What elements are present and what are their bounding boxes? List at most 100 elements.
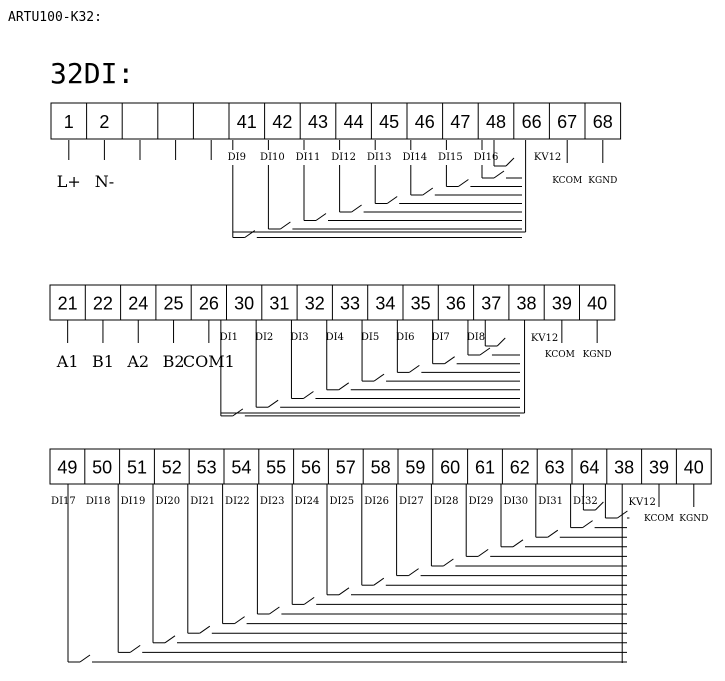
terminal-c-58: 58	[371, 458, 391, 478]
switch-contact	[477, 548, 489, 557]
signal-label: DI13	[367, 152, 392, 163]
switch-contact	[512, 539, 524, 548]
signal-label: DI25	[329, 496, 354, 507]
terminal-c-49: 49	[57, 458, 77, 478]
terminal-b-33: 33	[340, 294, 360, 314]
terminal-b-32: 32	[305, 294, 325, 314]
label-kgnd: KGND	[588, 176, 617, 186]
signal-label: DI30	[503, 496, 528, 507]
switch-contact	[79, 654, 91, 663]
switch-contact	[338, 587, 350, 596]
terminal-b-38: 38	[517, 294, 537, 314]
terminal-c-56: 56	[301, 458, 321, 478]
label-n-minus: N-	[95, 172, 114, 191]
signal-label: DI27	[399, 496, 424, 507]
label-l-plus: L+	[57, 172, 81, 191]
signal-label: DI8	[467, 332, 485, 343]
terminal-a-66: 66	[522, 112, 542, 132]
label-b1: B1	[92, 352, 114, 371]
signal-label: DI24	[295, 496, 320, 507]
signal-label: DI3	[290, 332, 308, 343]
label-kv12: KV12	[628, 497, 655, 508]
terminal-a-43: 43	[308, 112, 328, 132]
terminal-c-62: 62	[510, 458, 530, 478]
switch-contact	[458, 179, 469, 187]
terminal-c-55: 55	[266, 458, 286, 478]
signal-label: DI31	[538, 496, 563, 507]
switch-contact	[129, 644, 141, 653]
switch-contact	[479, 347, 491, 356]
kv-contact	[505, 157, 515, 167]
terminal-b-34: 34	[375, 294, 395, 314]
signal-label: DI19	[121, 496, 146, 507]
switch-contact	[199, 625, 211, 634]
terminal-c-61: 61	[475, 458, 495, 478]
terminal-b-24: 24	[128, 294, 148, 314]
signal-label: DI12	[331, 152, 356, 163]
terminal-strip	[49, 448, 712, 485]
terminal-b-26: 26	[199, 294, 219, 314]
kv-contact	[496, 337, 506, 347]
terminal-a-46: 46	[415, 112, 435, 132]
terminal-b-35: 35	[411, 294, 431, 314]
switch-contact	[582, 520, 593, 529]
signal-label: DI7	[431, 332, 449, 343]
switch-contact	[280, 221, 291, 230]
label-com1: COM1	[183, 352, 235, 371]
label-kv12: KV12	[534, 152, 561, 163]
switch-contact	[547, 529, 559, 538]
switch-contact	[408, 568, 419, 577]
terminal-b-25: 25	[164, 294, 184, 314]
switch-contact	[303, 391, 314, 399]
label-kcom: KCOM	[545, 350, 575, 360]
terminal-a-1: 1	[64, 112, 74, 132]
signal-label: DI20	[155, 496, 180, 507]
terminal-c-53: 53	[197, 458, 217, 478]
terminal-c-64: 64	[579, 458, 599, 478]
terminal-a-42: 42	[272, 112, 292, 132]
terminal-a-41: 41	[237, 112, 257, 132]
signal-label: DI14	[402, 152, 427, 163]
terminal-b-39: 39	[552, 294, 572, 314]
terminal-b-40: 40	[587, 294, 607, 314]
terminal-a-48: 48	[486, 112, 506, 132]
switch-contact	[373, 373, 385, 382]
terminal-b-36: 36	[446, 294, 466, 314]
switch-contact	[164, 635, 176, 644]
terminal-b-21: 21	[58, 294, 78, 314]
signal-label: DI6	[396, 332, 414, 343]
signal-label: DI10	[260, 152, 285, 163]
model-label: ARTU100-K32:	[8, 10, 102, 25]
label-kcom: KCOM	[552, 176, 582, 186]
signal-label: DI2	[255, 332, 273, 343]
switch-contact	[232, 408, 244, 417]
signal-label: DI26	[364, 496, 389, 507]
switch-contact	[409, 364, 420, 373]
terminal-c-60: 60	[440, 458, 460, 478]
switch-contact	[269, 606, 280, 615]
switch-contact	[422, 187, 434, 196]
terminal-c-38: 38	[614, 458, 634, 478]
terminal-c-59: 59	[405, 458, 425, 478]
terminal-a-68: 68	[593, 112, 613, 132]
terminal-a-45: 45	[379, 112, 399, 132]
terminal-b-37: 37	[481, 294, 501, 314]
switch-contact	[267, 399, 279, 408]
terminal-a-44: 44	[344, 112, 364, 132]
switch-contact	[234, 616, 245, 625]
terminal-c-50: 50	[92, 458, 112, 478]
terminal-a-2: 2	[99, 112, 109, 132]
signal-label: DI4	[326, 332, 344, 343]
signal-label: DI11	[296, 152, 321, 163]
label-kcom: KCOM	[644, 514, 674, 524]
terminal-b-22: 22	[93, 294, 113, 314]
signal-label: DI28	[434, 496, 459, 507]
label-a2: A2	[126, 352, 149, 371]
switch-contact	[338, 382, 350, 391]
switch-contact	[373, 577, 385, 586]
terminal-c-57: 57	[336, 458, 356, 478]
switch-contact	[351, 204, 362, 213]
